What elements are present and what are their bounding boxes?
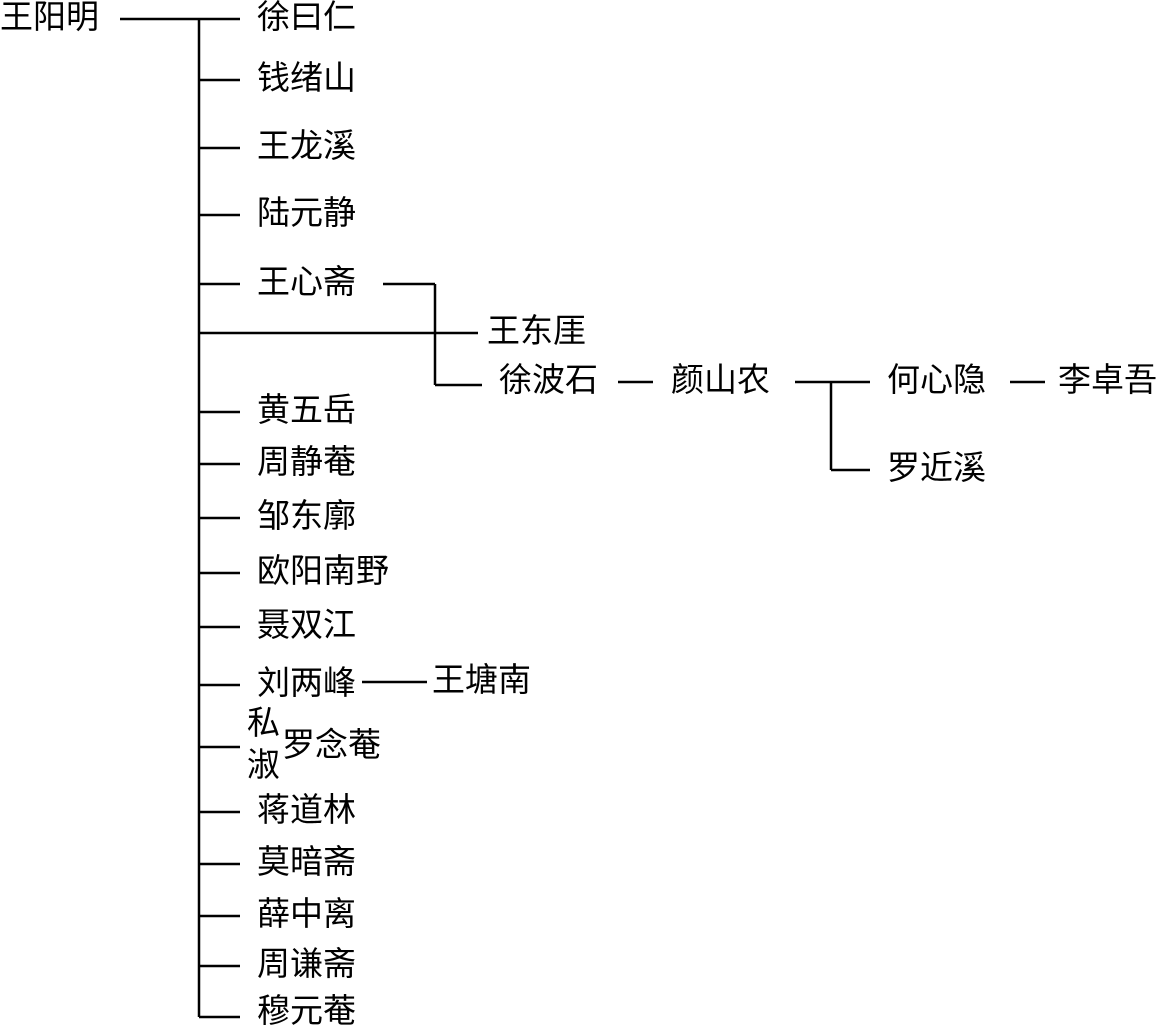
node-disciple: 邹东廓 <box>257 496 356 535</box>
node-disciple: 王龙溪 <box>257 126 356 165</box>
node-disciple: 周静菴 <box>257 442 356 481</box>
node-wang-dongya: 王东厓 <box>487 311 586 350</box>
node-disciple: 蒋道林 <box>257 790 356 829</box>
node-disciple: 刘两峰 <box>257 663 356 702</box>
node-he-xinyin: 何心隐 <box>887 360 986 399</box>
node-disciple: 罗念菴 <box>282 725 381 764</box>
sishu-label-bottom: 淑 <box>247 745 280 784</box>
node-disciple: 欧阳南野 <box>257 551 389 590</box>
node-disciple: 黄五岳 <box>257 390 356 429</box>
node-disciple: 徐曰仁 <box>257 0 356 36</box>
node-li-zhuowu: 李卓吾 <box>1058 360 1157 399</box>
node-root: 王阳明 <box>0 0 99 36</box>
node-disciple: 陆元静 <box>257 193 356 232</box>
node-disciple: 周谦斋 <box>257 944 356 983</box>
node-disciple: 莫暗斋 <box>257 842 356 881</box>
node-disciple: 聂双江 <box>257 605 356 644</box>
node-disciple: 穆元菴 <box>257 991 356 1030</box>
node-disciple: 王心斋 <box>257 262 356 301</box>
node-disciple: 薛中离 <box>257 894 356 933</box>
sishu-label-top: 私 <box>247 703 280 742</box>
node-luo-jinxi: 罗近溪 <box>887 448 986 487</box>
node-disciple: 钱绪山 <box>257 58 356 97</box>
node-wang-tangnan: 王塘南 <box>432 660 531 699</box>
node-yan-shannong: 颜山农 <box>671 360 770 399</box>
node-xu-boshi: 徐波石 <box>499 360 598 399</box>
